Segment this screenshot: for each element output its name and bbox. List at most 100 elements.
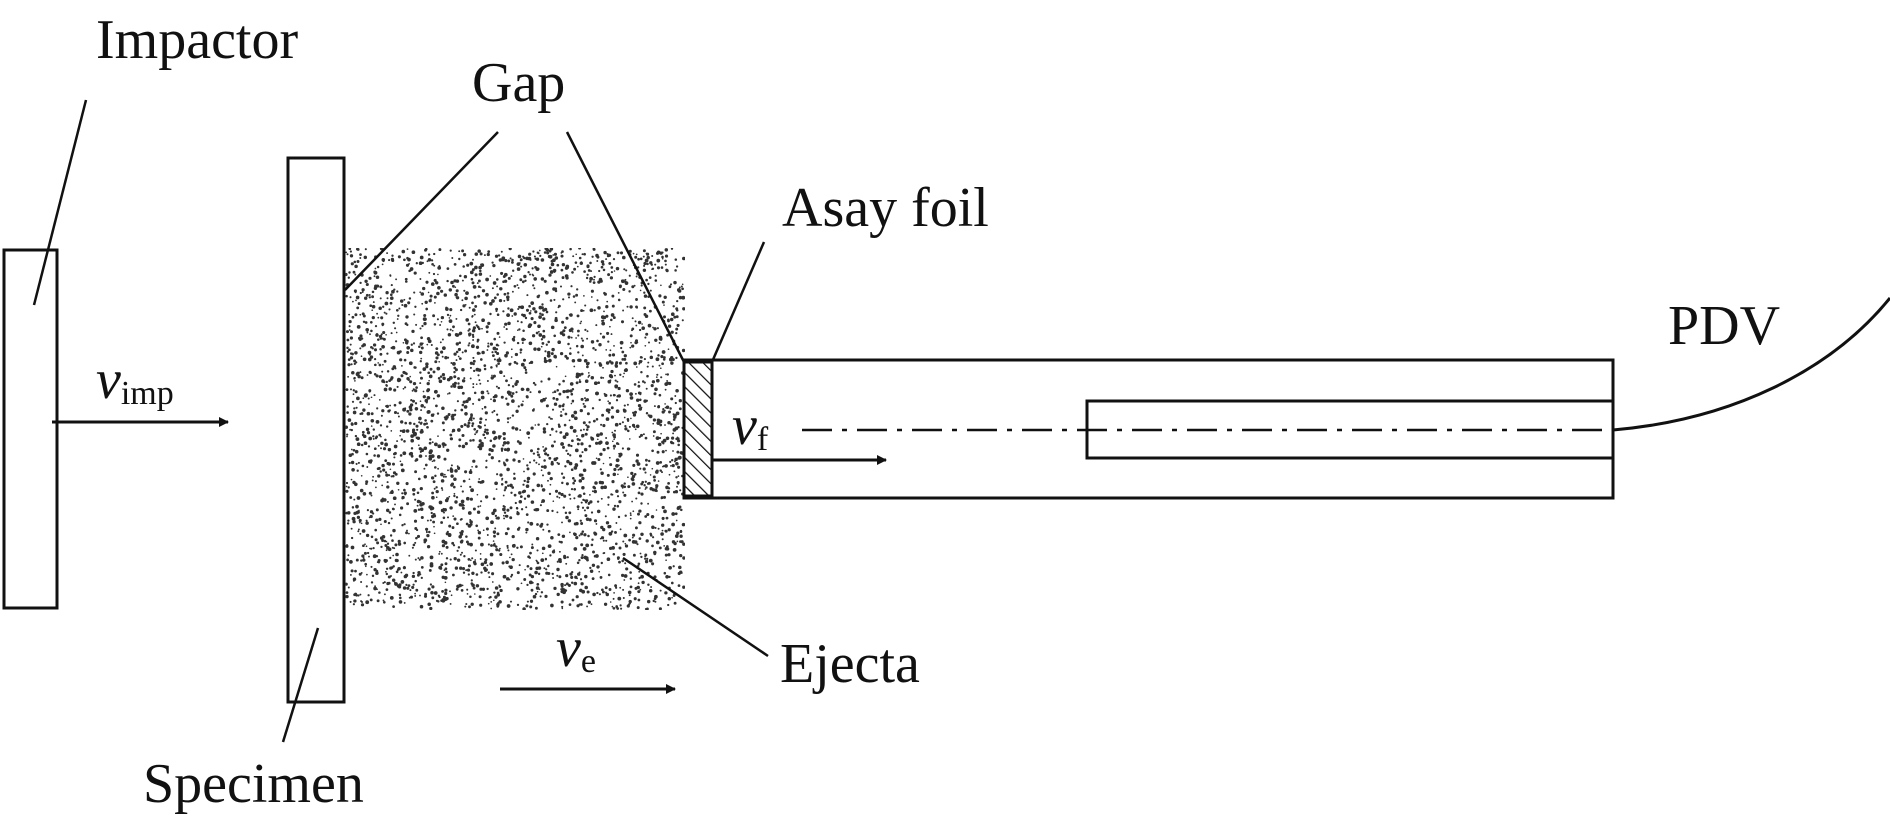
ejecta-particle [617, 473, 619, 476]
ejecta-particle [460, 518, 463, 521]
ejecta-particle [547, 544, 552, 548]
ejecta-particle [395, 308, 399, 312]
ejecta-particle [418, 447, 422, 451]
ejecta-particle [504, 480, 508, 484]
ejecta-particle [492, 395, 496, 399]
ejecta-particle [591, 461, 595, 465]
ejecta-particle [465, 569, 468, 572]
ejecta-particle [655, 436, 660, 440]
ejecta-particle [347, 486, 350, 489]
ejecta-particle [397, 542, 402, 546]
ejecta-particle [603, 602, 608, 606]
ejecta-particle [461, 551, 463, 554]
ejecta-particle [386, 297, 389, 300]
ejecta-particle [455, 296, 458, 299]
ejecta-particle [509, 506, 513, 510]
ejecta-particle [682, 256, 685, 261]
ejecta-particle [570, 402, 573, 405]
ejecta-particle [478, 379, 481, 382]
ejecta-particle [457, 377, 460, 380]
ejecta-particle [629, 438, 631, 440]
ejecta-particle [359, 488, 364, 493]
ejecta-particle [524, 316, 528, 320]
ejecta-particle [417, 508, 421, 511]
ejecta-particle [551, 572, 554, 576]
ejecta-particle [503, 448, 507, 452]
ejecta-particle [558, 383, 561, 386]
ejecta-particle [552, 268, 557, 273]
ejecta-particle [401, 365, 403, 367]
ejecta-particle [446, 279, 449, 283]
ejecta-particle [461, 433, 465, 438]
ejecta-particle [427, 291, 430, 294]
ejecta-particle [402, 387, 405, 390]
ejecta-particle [560, 540, 563, 544]
ejecta-particle [654, 526, 657, 529]
ejecta-particle [676, 299, 679, 303]
ejecta-particle [381, 263, 384, 266]
ejecta-particle [542, 446, 544, 448]
ejecta-particle [575, 253, 578, 256]
ejecta-particle [510, 553, 513, 556]
ejecta-particle [472, 335, 475, 339]
ejecta-particle [644, 471, 647, 474]
ejecta-particle [473, 562, 477, 566]
impactor-label: Impactor [96, 9, 299, 71]
ejecta-particle [410, 438, 415, 443]
ejecta-particle [605, 408, 610, 413]
ejecta-particle [417, 570, 421, 575]
ejecta-particle [471, 571, 475, 575]
ejecta-particle [394, 472, 398, 476]
ejecta-particle [595, 554, 599, 558]
ejecta-particle [573, 479, 577, 482]
ejecta-particle [520, 508, 524, 511]
ejecta-particle [572, 429, 577, 433]
ejecta-particle [417, 557, 420, 560]
ejecta-particle [375, 435, 379, 439]
ejecta-particle [453, 370, 456, 374]
ejecta-particle [554, 256, 559, 260]
ejecta-particle [654, 263, 657, 266]
ejecta-particle [658, 294, 662, 298]
ejecta-particle [491, 511, 495, 516]
ejecta-particle [496, 413, 499, 416]
ejecta-particle [444, 588, 448, 592]
ejecta-particle [435, 489, 439, 494]
ejecta-particle [615, 522, 618, 524]
ejecta-particle [525, 484, 530, 488]
ejecta-particle [529, 551, 532, 555]
ejecta-particle [512, 458, 516, 462]
ejecta-particle [487, 392, 490, 395]
ejecta-particle [592, 248, 595, 250]
ejecta-particle [577, 508, 580, 511]
ejecta-particle [671, 522, 675, 527]
ejecta-particle [574, 301, 577, 304]
ejecta-particle [405, 263, 410, 267]
ejecta-particle [596, 260, 599, 262]
ejecta-particle [385, 540, 388, 543]
ejecta-particle [381, 344, 385, 349]
ejecta-particle [629, 514, 632, 517]
ejecta-particle [547, 340, 550, 344]
ejecta-particle [438, 248, 442, 252]
ejecta-particle [591, 407, 595, 410]
ejecta-particle [510, 377, 513, 380]
ejecta-particle [551, 509, 554, 513]
ejecta-particle [499, 552, 503, 557]
ejecta-particle [595, 253, 599, 258]
ejecta-particle [550, 262, 555, 267]
ejecta-particle [646, 255, 650, 260]
ejecta-particle [449, 433, 453, 437]
ejecta-particle [572, 295, 576, 298]
ejecta-particle [383, 380, 386, 384]
ejecta-particle [385, 567, 389, 571]
ejecta-particle [356, 396, 360, 401]
ejecta-particle [519, 348, 523, 352]
ejecta-particle [372, 475, 375, 478]
ejecta-particle [658, 393, 662, 397]
ejecta-particle [501, 479, 503, 481]
ejecta-particle [499, 287, 503, 291]
ejecta-particle [486, 428, 489, 432]
ejecta-particle [493, 358, 496, 361]
ejecta-particle [625, 361, 628, 365]
